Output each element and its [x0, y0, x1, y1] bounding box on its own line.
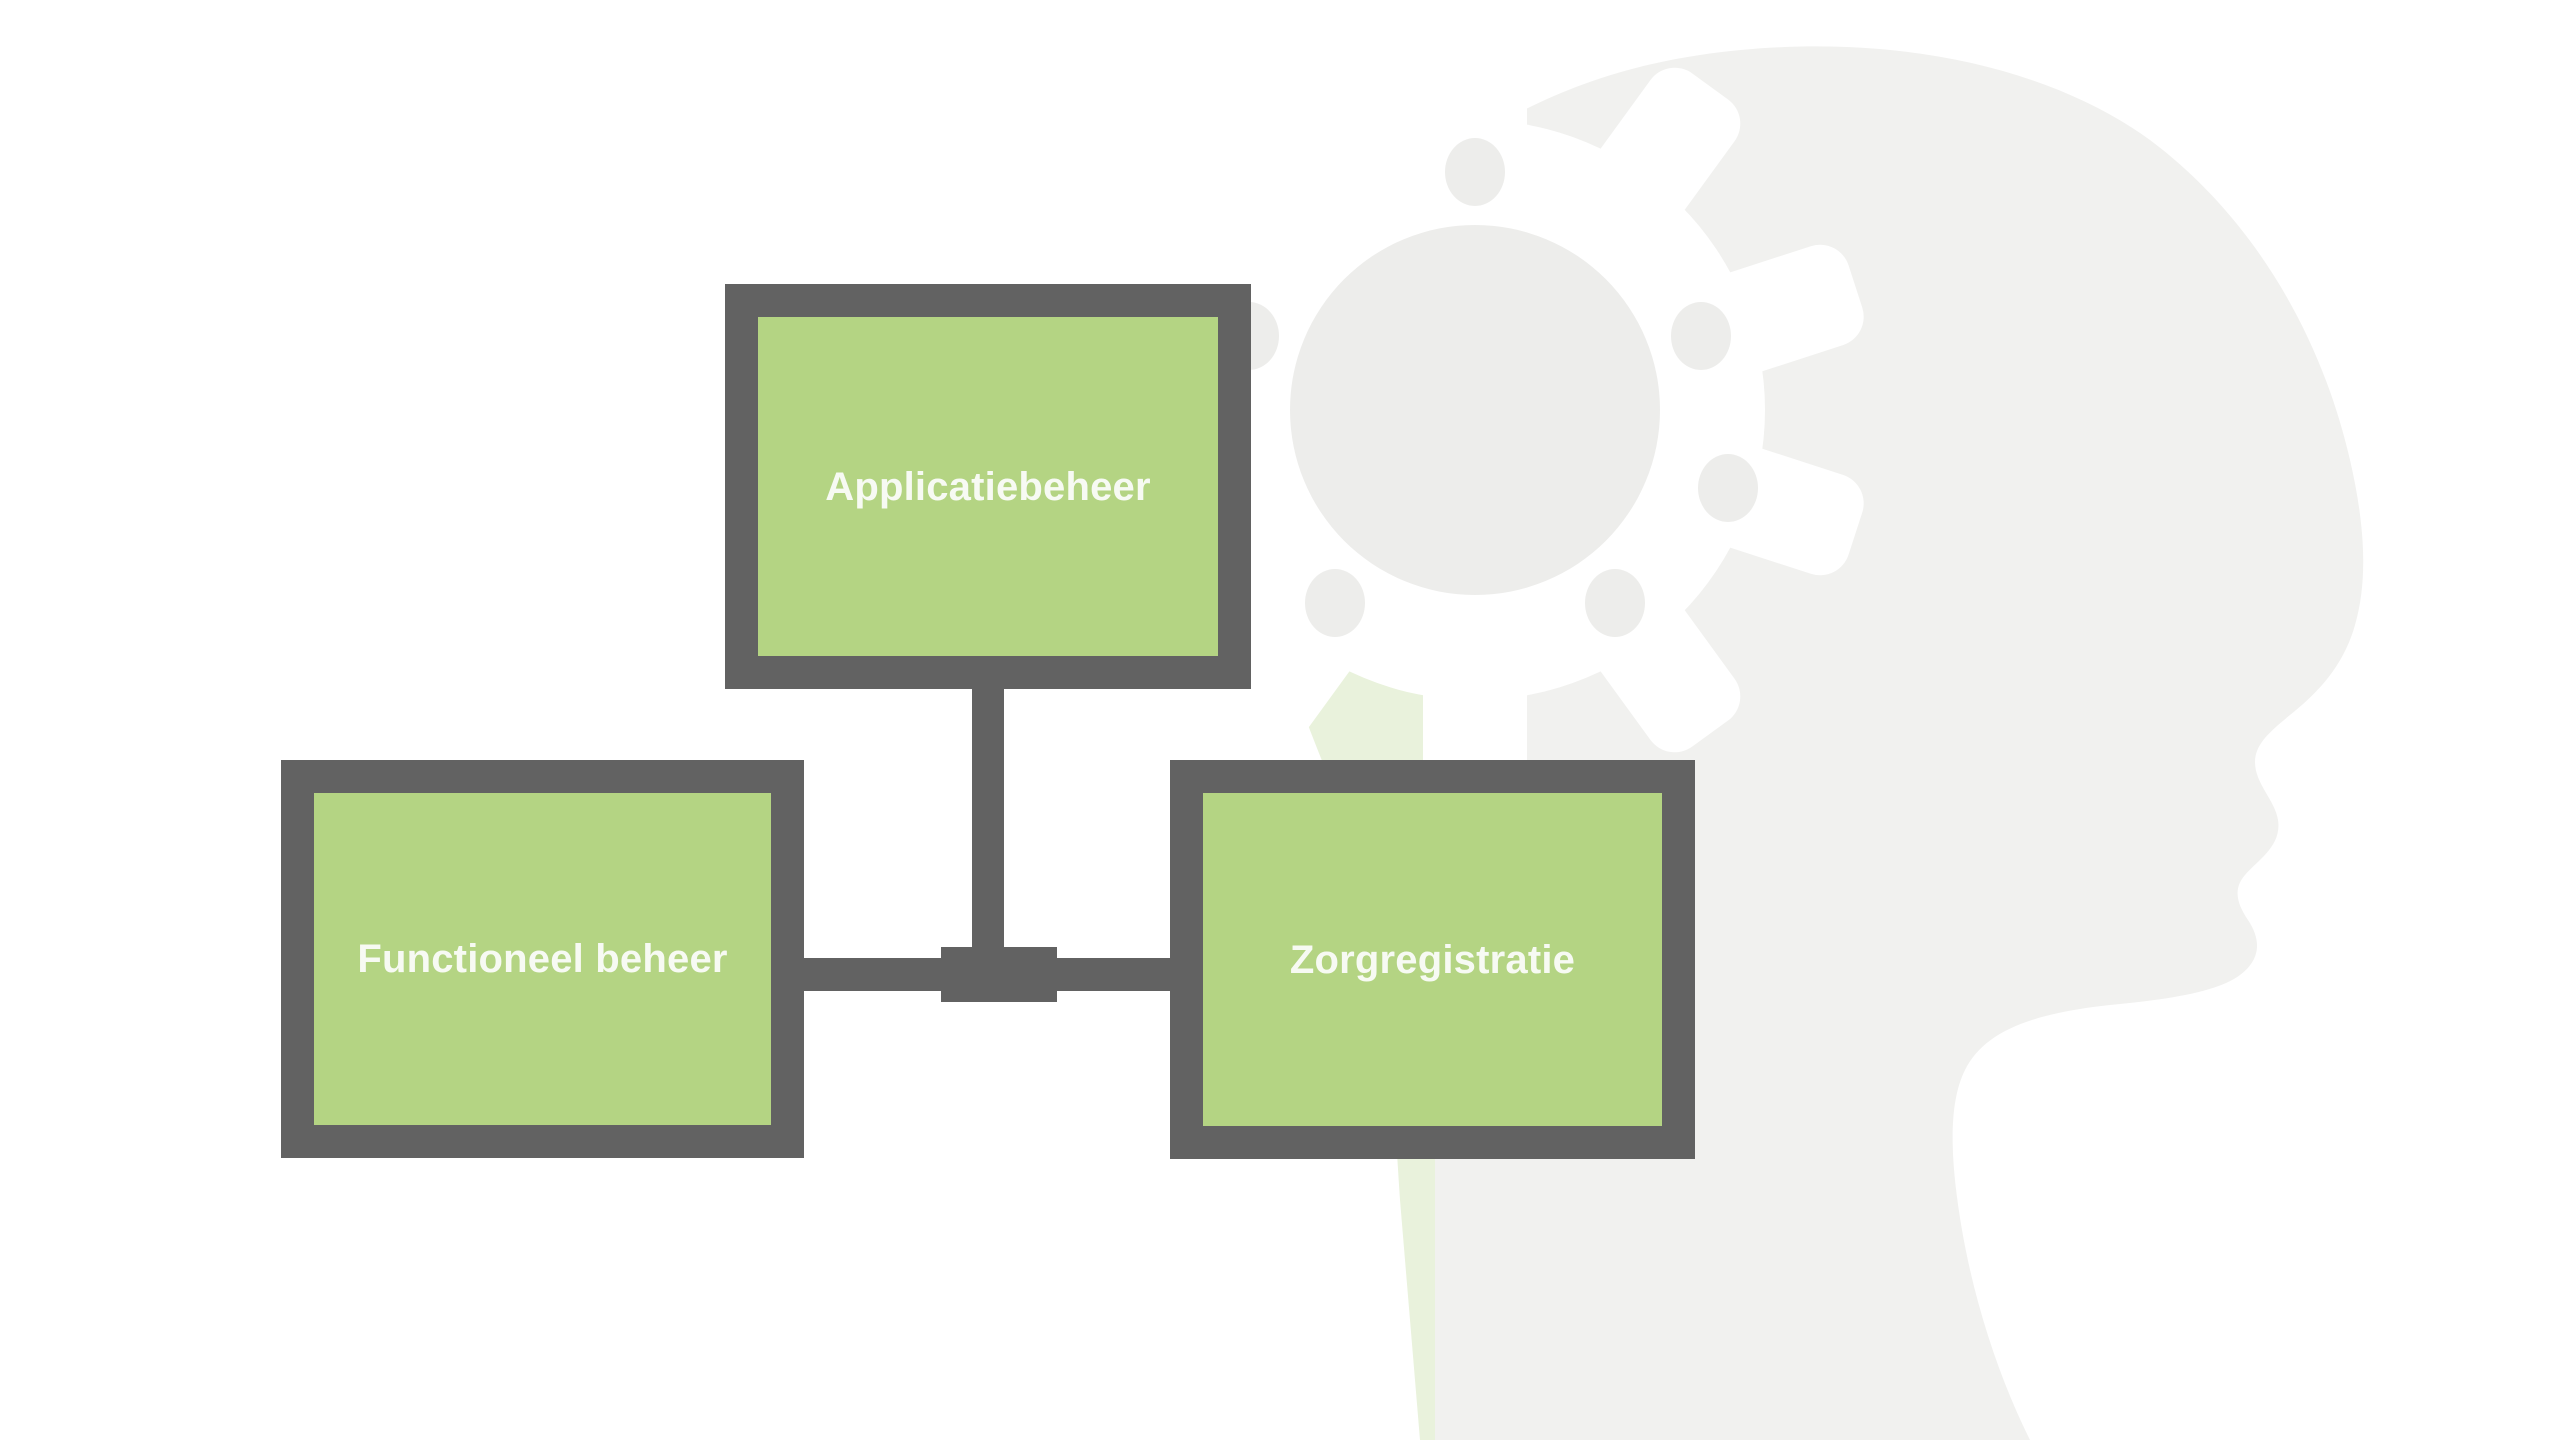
node-label-functioneel-beheer: Functioneel beheer	[357, 937, 728, 981]
node-label-applicatiebeheer: Applicatiebeheer	[825, 464, 1151, 509]
node-label-zorgregistratie: Zorgregistratie	[1289, 937, 1576, 982]
node-applicatiebeheer[interactable]: Applicatiebeheer	[725, 284, 1251, 689]
node-functioneel-beheer[interactable]: Functioneel beheer	[281, 760, 804, 1158]
node-zorgregistratie[interactable]: Zorgregistratie	[1170, 760, 1695, 1159]
connector-junction-node	[941, 947, 1057, 1002]
connector-applicatiebeheer-to-junction	[972, 688, 1004, 958]
